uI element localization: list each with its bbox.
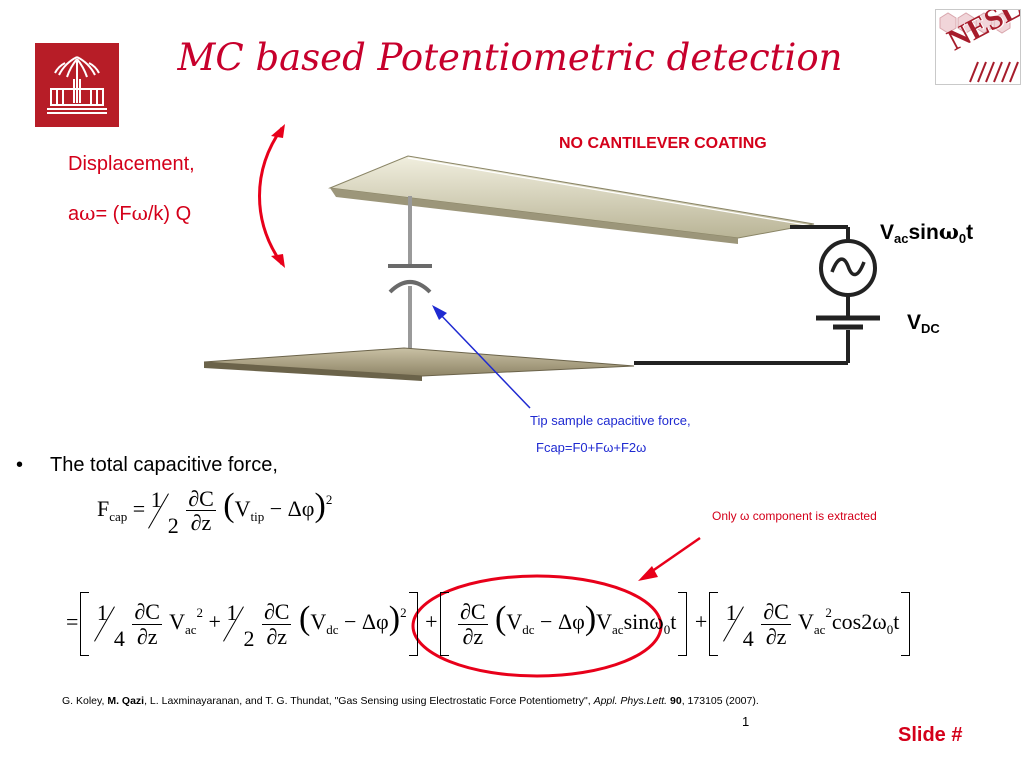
displacement-formula: aω= (Fω/k) Q	[68, 201, 192, 225]
tip-force-pointer-head	[432, 305, 447, 320]
university-logo	[35, 43, 119, 127]
nesl-logo: NESL	[935, 9, 1021, 85]
ac-sine-icon	[830, 257, 866, 277]
tip-force-formula: Fcap=F0+Fω+F2ω	[536, 440, 647, 455]
cantilever-beam	[328, 155, 815, 239]
tip-force-pointer	[437, 311, 531, 409]
extracted-pointer-head	[638, 566, 658, 581]
extracted-pointer	[647, 536, 701, 576]
no-coating-label: NO CANTILEVER COATING	[559, 135, 767, 152]
extracted-component-note: Only ω component is extracted	[712, 509, 877, 523]
vac-label: Vacsinω0t	[880, 219, 974, 246]
capacitor-plate-bottom	[388, 280, 432, 294]
highlight-ellipse	[411, 574, 663, 678]
displacement-arrow-head-top	[271, 124, 285, 138]
displacement-label: Displacement,	[68, 153, 195, 175]
cantilever-beam-edge	[330, 188, 738, 244]
hexagon-pattern-icon	[939, 12, 1019, 83]
sample-plate-edge	[204, 362, 422, 381]
vdc-label: VDC	[907, 311, 940, 336]
tip-force-caption: Tip sample capacitive force,	[530, 413, 691, 428]
reference-citation: G. Koley, M. Qazi, L. Laxminayaranan, an…	[62, 695, 759, 707]
bullet-text: The total capacitive force,	[50, 454, 278, 476]
slide-number-label: Slide #	[898, 724, 963, 746]
displacement-arrow	[258, 127, 284, 265]
bullet-icon: •	[16, 454, 24, 476]
slide-title: MC based Potentiometric detection	[177, 36, 843, 79]
palmetto-seal-icon	[47, 56, 107, 114]
displacement-arrow-head-bottom	[271, 254, 285, 268]
page-number: 1	[742, 714, 750, 729]
